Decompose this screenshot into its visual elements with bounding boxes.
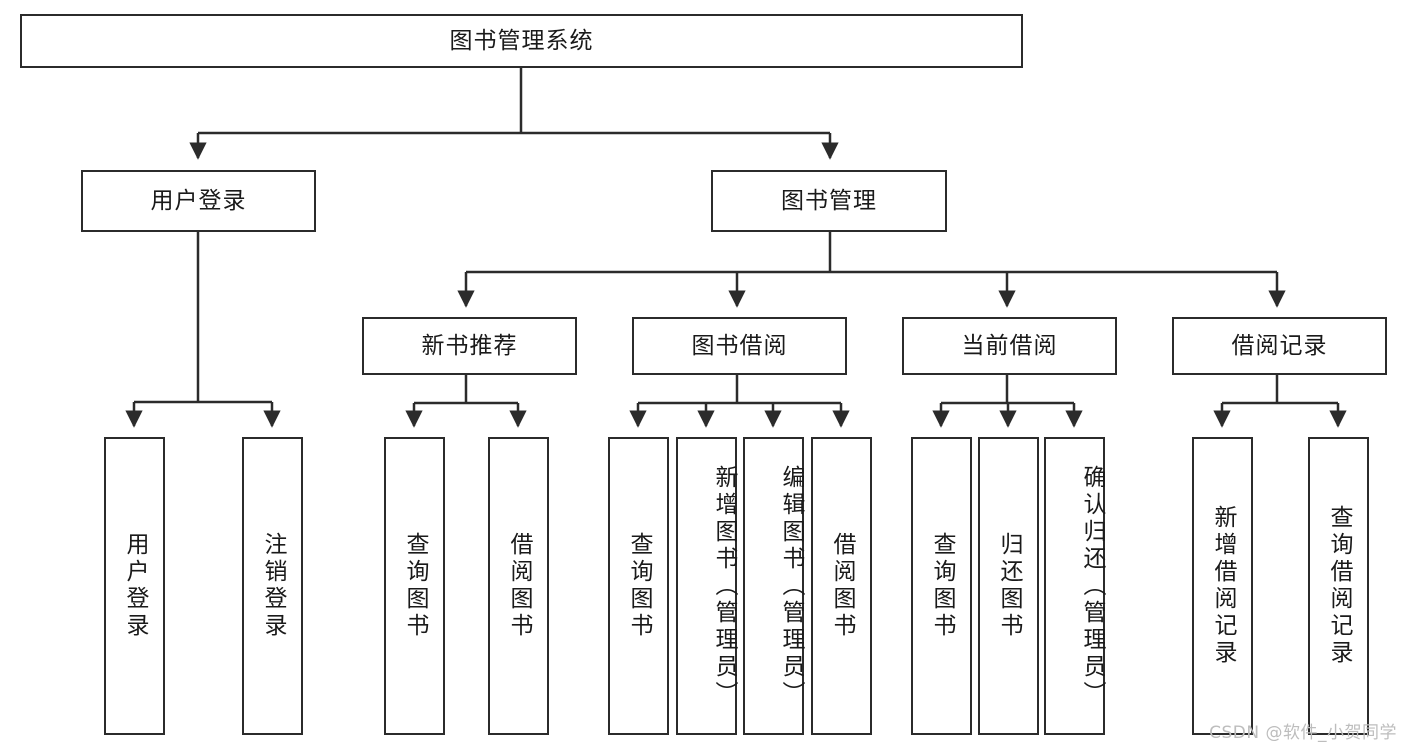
node-user-login[interactable]: 用户登录: [81, 170, 316, 232]
node-borrow-record[interactable]: 借阅记录: [1172, 317, 1387, 375]
leaf-borrow-record-query-record[interactable]: 查询借阅记录: [1308, 437, 1369, 735]
leaf-current-borrow-query-book[interactable]: 查询图书: [911, 437, 972, 735]
node-label: 图书管理系统: [449, 27, 594, 54]
node-root-book-management-system[interactable]: 图书管理系统: [20, 14, 1023, 68]
node-label: 借阅图书: [506, 532, 532, 640]
node-label: 查询图书: [929, 532, 955, 640]
node-book-borrow[interactable]: 图书借阅: [632, 317, 847, 375]
node-label: 编辑图书（管理员）: [778, 464, 804, 708]
node-label: 借阅图书: [829, 532, 855, 640]
node-new-book-recommend[interactable]: 新书推荐: [362, 317, 577, 375]
node-label: 当前借阅: [961, 332, 1058, 359]
leaf-new-book-query-book[interactable]: 查询图书: [384, 437, 445, 735]
node-label: 查询图书: [626, 532, 652, 640]
leaf-current-borrow-confirm-return-admin[interactable]: 确认归还（管理员）: [1044, 437, 1105, 735]
leaf-book-borrow-borrow-book[interactable]: 借阅图书: [811, 437, 872, 735]
node-label: 借阅记录: [1231, 332, 1328, 359]
node-label: 注销登录: [260, 532, 286, 640]
node-label: 用户登录: [150, 187, 247, 214]
leaf-user-login-logout[interactable]: 注销登录: [242, 437, 303, 735]
leaf-user-login-login[interactable]: 用户登录: [104, 437, 165, 735]
node-label: 用户登录: [122, 532, 148, 640]
watermark-text: CSDN @软件_小贺同学: [1209, 723, 1397, 743]
leaf-book-borrow-edit-book-admin[interactable]: 编辑图书（管理员）: [743, 437, 804, 735]
node-label: 确认归还（管理员）: [1079, 464, 1105, 708]
node-label: 归还图书: [996, 532, 1022, 640]
leaf-borrow-record-add-record[interactable]: 新增借阅记录: [1192, 437, 1253, 735]
node-label: 查询图书: [402, 532, 428, 640]
leaf-current-borrow-return-book[interactable]: 归还图书: [978, 437, 1039, 735]
node-label: 图书借阅: [691, 332, 788, 359]
leaf-book-borrow-add-book-admin[interactable]: 新增图书（管理员）: [676, 437, 737, 735]
node-book-management[interactable]: 图书管理: [711, 170, 947, 232]
leaf-book-borrow-query-book[interactable]: 查询图书: [608, 437, 669, 735]
node-current-borrow[interactable]: 当前借阅: [902, 317, 1117, 375]
node-label: 图书管理: [781, 187, 877, 214]
node-label: 新增借阅记录: [1210, 505, 1236, 667]
node-label: 查询借阅记录: [1326, 505, 1352, 667]
leaf-new-book-borrow-book[interactable]: 借阅图书: [488, 437, 549, 735]
node-label: 新书推荐: [421, 332, 518, 359]
node-label: 新增图书（管理员）: [711, 464, 737, 708]
